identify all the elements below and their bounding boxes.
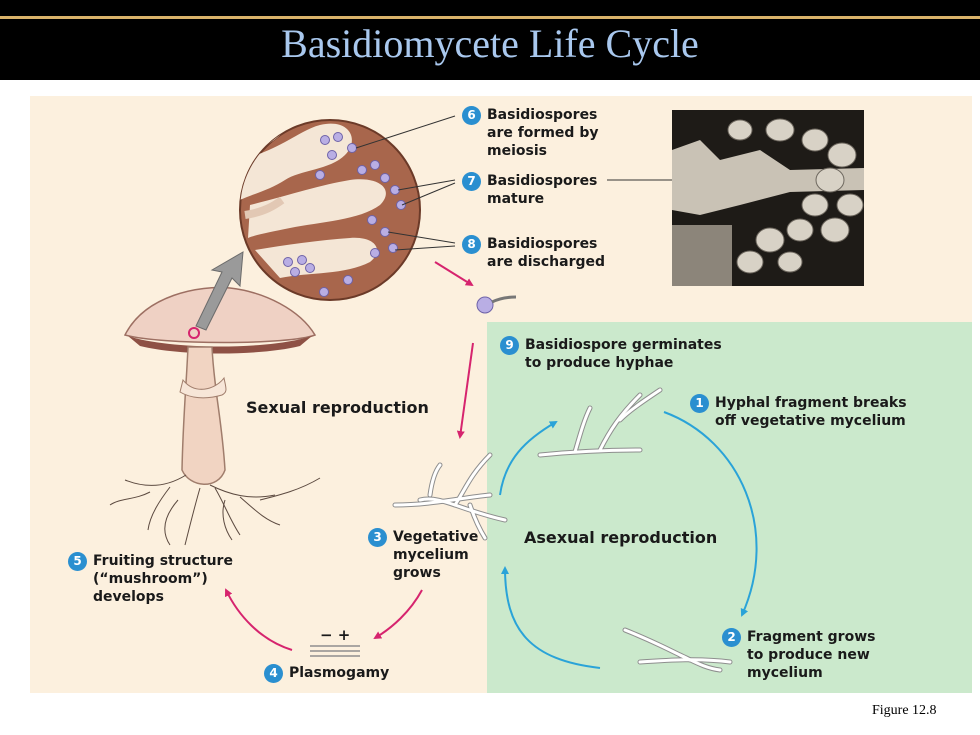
- micrograph-image: [672, 110, 864, 286]
- step-9-text: Basidiospore germinates to produce hypha…: [525, 337, 722, 371]
- title-bar: Basidiomycete Life Cycle: [0, 0, 980, 80]
- mushroom-illustration: [109, 286, 321, 546]
- title-rule: [0, 16, 980, 19]
- step-6-text: Basidiospores are formed by meiosis: [487, 107, 599, 159]
- step-2-text: Fragment grows to produce new mycelium: [747, 629, 876, 681]
- to-fruiting-arrow: [224, 588, 293, 651]
- step-9-label: 9 Basidiospore germinates to produce hyp…: [500, 336, 740, 372]
- step-1-badge: 1: [690, 394, 709, 413]
- fragment-hyphae: [622, 627, 733, 673]
- label-leader-lines: [355, 115, 676, 251]
- to-plasmogamy-arrow: [373, 589, 423, 640]
- step-1-label: 1 Hyphal fragment breaks off vegetative …: [690, 394, 920, 430]
- to-germination-arrow: [499, 420, 558, 496]
- step-9-badge: 9: [500, 336, 519, 355]
- asexual-cycle-arrows: [499, 411, 758, 669]
- step-6-label: 6 Basidiospores are formed by meiosis: [462, 106, 632, 160]
- germinating-hyphae: [537, 387, 663, 458]
- step-6-badge: 6: [462, 106, 481, 125]
- step-8-label: 8 Basidiospores are discharged: [462, 235, 642, 271]
- step-2-badge: 2: [722, 628, 741, 647]
- discharged-spore: [476, 295, 517, 314]
- step-4-badge: 4: [264, 664, 283, 683]
- slide-title: Basidiomycete Life Cycle: [281, 21, 699, 66]
- step-5-text: Fruiting structure (“mushroom”) develops: [93, 553, 233, 605]
- magnify-arrow: [195, 251, 244, 331]
- plasmogamy-hyphae: [310, 645, 360, 657]
- mating-type-signs: − +: [320, 626, 351, 644]
- step-5-badge: 5: [68, 552, 87, 571]
- step-1-text: Hyphal fragment breaks off vegetative my…: [715, 395, 907, 429]
- step-2-label: 2 Fragment grows to produce new mycelium: [722, 628, 892, 682]
- step-3-badge: 3: [368, 528, 387, 547]
- step-8-text: Basidiospores are discharged: [487, 236, 606, 270]
- asexual-reproduction-label: Asexual reproduction: [524, 528, 718, 547]
- fragment-arrow: [663, 411, 758, 617]
- step-4-text: Plasmogamy: [289, 665, 390, 681]
- figure-caption: Figure 12.8: [872, 703, 937, 718]
- discharge-arrow: [434, 261, 474, 287]
- step-3-text: Vegetative mycelium grows: [393, 529, 479, 581]
- step-8-badge: 8: [462, 235, 481, 254]
- sexual-cycle-arrows: [224, 261, 474, 651]
- step-5-label: 5 Fruiting structure (“mushroom”) develo…: [68, 552, 248, 606]
- step-7-label: 7 Basidiospores mature: [462, 172, 622, 208]
- germination-arrow: [456, 342, 474, 439]
- step-7-badge: 7: [462, 172, 481, 191]
- step-3-label: 3 Vegetative mycelium grows: [368, 528, 488, 582]
- step-7-text: Basidiospores mature: [487, 173, 598, 207]
- sexual-reproduction-label: Sexual reproduction: [246, 398, 429, 417]
- basidia-magnified-view: [239, 119, 421, 301]
- step-4-label: 4 Plasmogamy: [264, 664, 424, 683]
- regrow-arrow: [501, 566, 601, 669]
